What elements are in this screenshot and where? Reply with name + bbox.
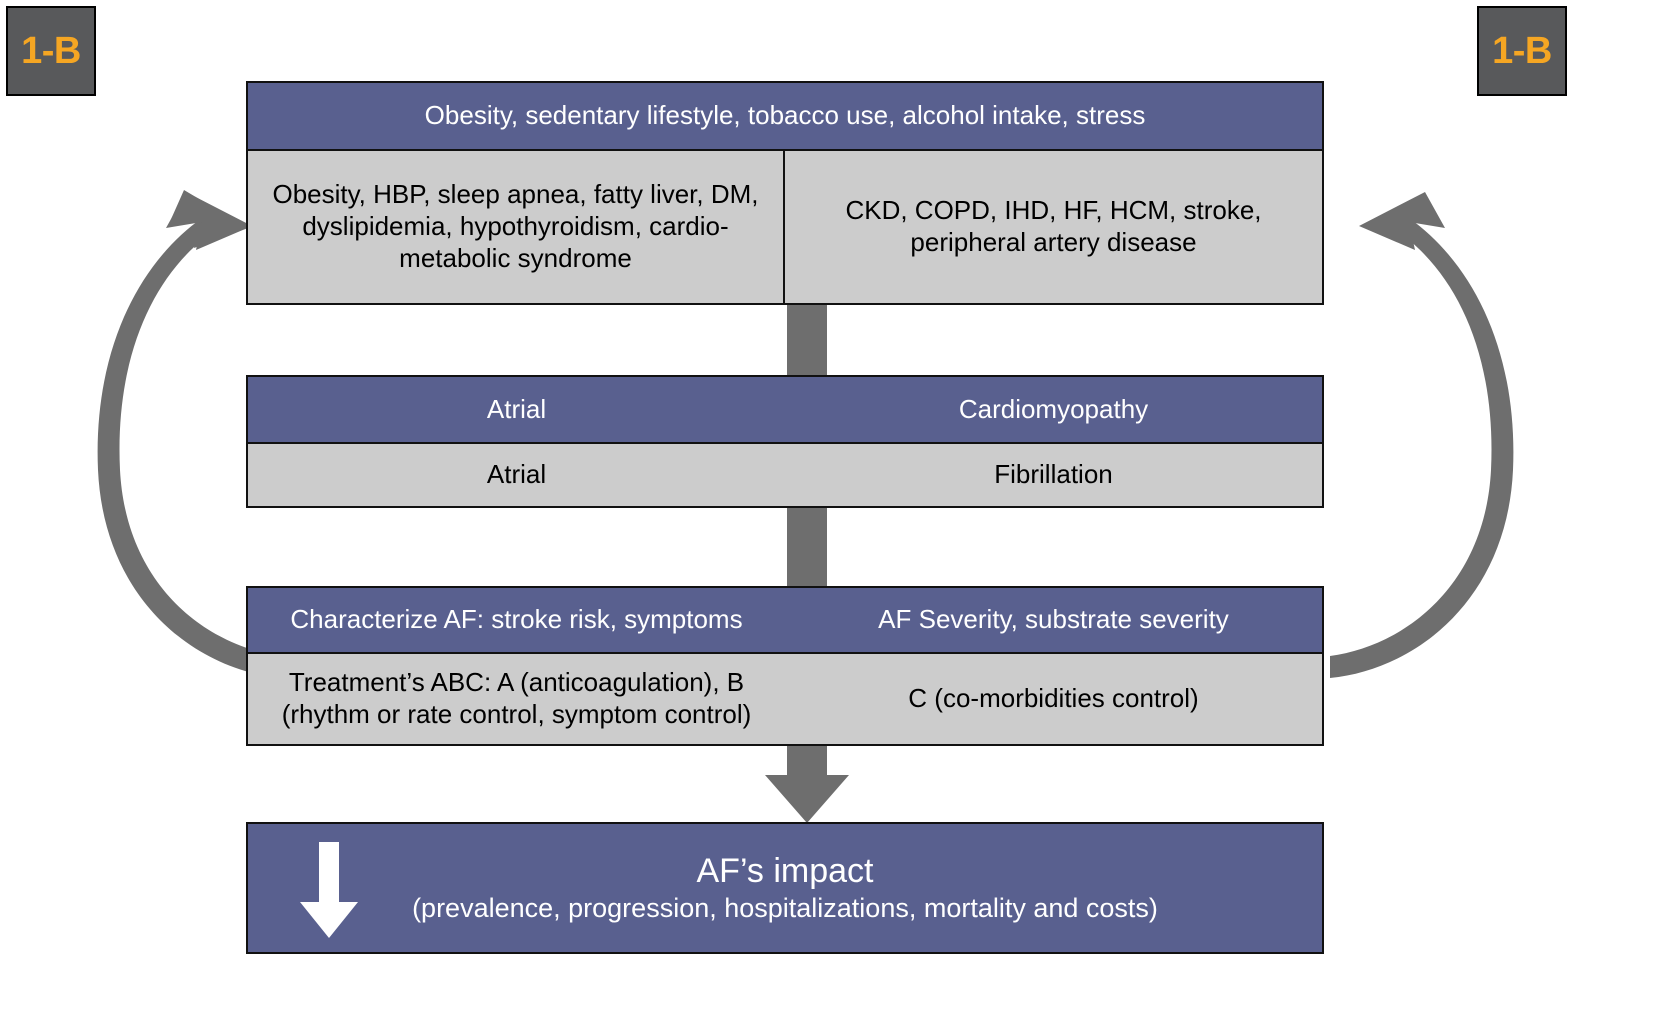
risk-factors-left-cell: Obesity, HBP, sleep apnea, fatty liver, …	[248, 151, 785, 303]
risk-factors-right-cell: CKD, COPD, IHD, HF, HCM, stroke, periphe…	[785, 151, 1322, 303]
badge-top-left: 1-B	[6, 6, 96, 96]
panel-manage-header-row: Characterize AF: stroke risk, symptoms A…	[248, 588, 1322, 652]
panel-management: Characterize AF: stroke risk, symptoms A…	[246, 586, 1324, 746]
management-body-right: C (co-morbidities control)	[785, 654, 1322, 744]
cardiomyopathy-header-left: Atrial	[248, 377, 785, 442]
panel-cardio-body-row: Atrial Fibrillation	[248, 442, 1322, 506]
panel-manage-body-row: Treatment’s ABC: A (anticoagulation), B …	[248, 652, 1322, 744]
cardiomyopathy-body-left: Atrial	[248, 444, 785, 506]
cardiomyopathy-body-right: Fibrillation	[785, 444, 1322, 506]
panel-atrial-cardiomyopathy: Atrial Cardiomyopathy Atrial Fibrillatio…	[246, 375, 1324, 508]
panel-risk-header-row: Obesity, sedentary lifestyle, tobacco us…	[248, 83, 1322, 149]
cardiomyopathy-header-right: Cardiomyopathy	[785, 377, 1322, 442]
cycle-arrow-right-icon	[1330, 192, 1514, 678]
panel-cardio-header-row: Atrial Cardiomyopathy	[248, 377, 1322, 442]
management-header-right: AF Severity, substrate severity	[785, 588, 1322, 652]
af-impact-subtitle: (prevalence, progression, hospitalizatio…	[412, 893, 1158, 924]
down-arrow-white-icon	[300, 842, 358, 938]
af-impact-title: AF’s impact	[696, 851, 874, 890]
panel-risk-body-row: Obesity, HBP, sleep apnea, fatty liver, …	[248, 149, 1322, 303]
badge-top-right: 1-B	[1477, 6, 1567, 96]
panel-af-impact: AF’s impact (prevalence, progression, ho…	[246, 822, 1324, 954]
risk-factors-header: Obesity, sedentary lifestyle, tobacco us…	[248, 83, 1322, 149]
management-body-left: Treatment’s ABC: A (anticoagulation), B …	[248, 654, 785, 744]
panel-risk-factors: Obesity, sedentary lifestyle, tobacco us…	[246, 81, 1324, 305]
management-header-left: Characterize AF: stroke risk, symptoms	[248, 588, 785, 652]
down-arrow-center-icon	[765, 305, 849, 823]
